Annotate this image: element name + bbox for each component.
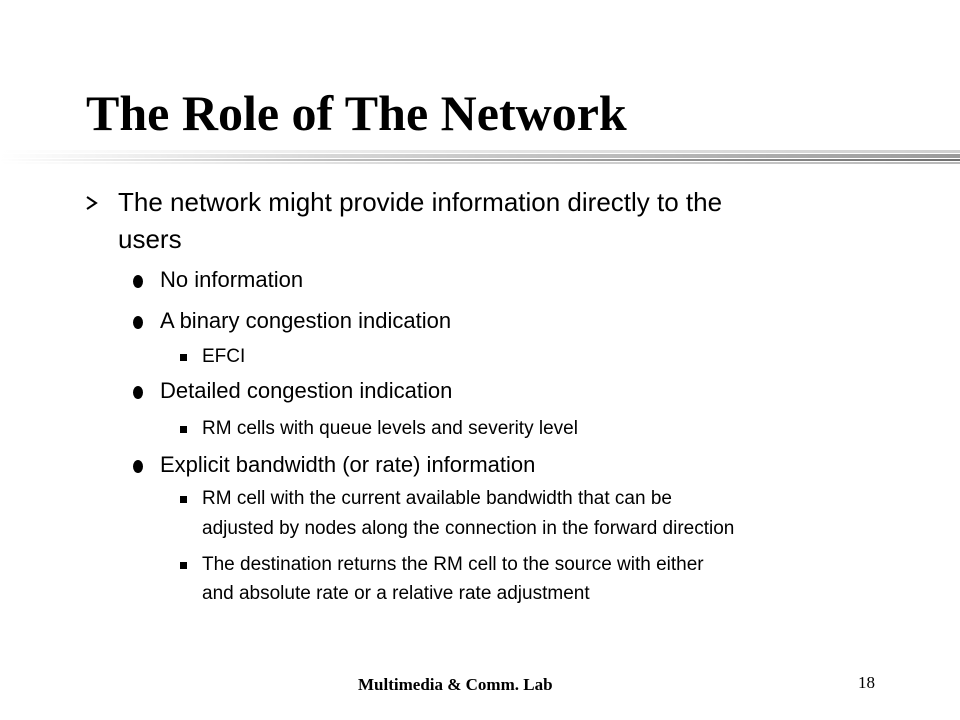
square-bullet-icon bbox=[180, 426, 187, 433]
round-bullet-icon bbox=[133, 460, 143, 473]
page-number: 18 bbox=[858, 673, 875, 692]
bullet-text-line1: The network might provide information di… bbox=[118, 187, 723, 217]
sub-bullet-text: Detailed congestion indication bbox=[160, 378, 453, 403]
footer-lab-name: Multimedia & Comm. Lab bbox=[358, 675, 553, 694]
sub-sub-bullet-text-line2: and absolute rate or a relative rate adj… bbox=[202, 583, 590, 604]
round-bullet-icon bbox=[133, 386, 143, 399]
round-bullet-icon bbox=[133, 275, 143, 288]
sub-bullet-text: A binary congestion indication bbox=[160, 308, 452, 333]
sub-bullet-text: Explicit bandwidth (or rate) information bbox=[160, 452, 536, 477]
sub-bullet-text: No information bbox=[160, 267, 304, 292]
sub-sub-bullet-text-line2: adjusted by nodes along the connection i… bbox=[202, 518, 735, 539]
arrowhead-bullet-icon bbox=[86, 196, 98, 210]
sub-sub-bullet-text-line1: RM cell with the current available bandw… bbox=[202, 488, 672, 509]
slide-title: The Role of The Network bbox=[86, 85, 627, 141]
square-bullet-icon bbox=[180, 496, 187, 503]
title-divider bbox=[0, 150, 960, 166]
square-bullet-icon bbox=[180, 562, 187, 569]
sub-sub-bullet-text: EFCI bbox=[202, 346, 246, 367]
round-bullet-icon bbox=[133, 316, 143, 329]
bullet-text-line2: users bbox=[118, 224, 182, 254]
square-bullet-icon bbox=[180, 354, 187, 361]
sub-sub-bullet-text: RM cells with queue levels and severity … bbox=[202, 418, 578, 439]
sub-sub-bullet-text-line1: The destination returns the RM cell to t… bbox=[202, 554, 704, 575]
